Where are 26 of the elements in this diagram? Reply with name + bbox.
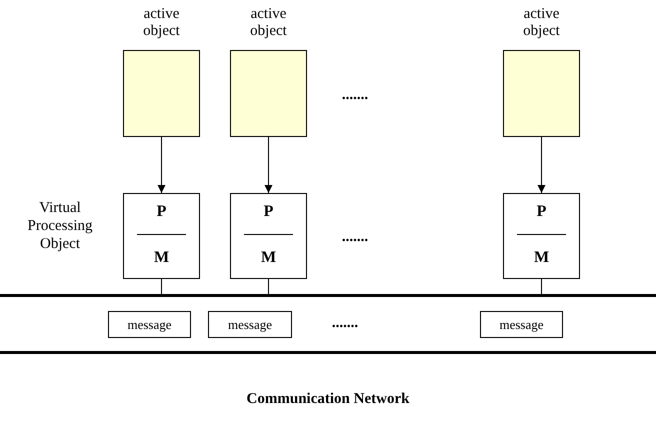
- node-label: active object: [522, 6, 561, 41]
- arrow: [264, 136, 272, 194]
- connector-line: [161, 278, 162, 294]
- ellipsis: .......: [340, 228, 370, 246]
- message-box: message: [108, 311, 191, 338]
- node-label: P: [264, 203, 274, 221]
- node-label: M: [534, 249, 550, 267]
- ellipsis: .......: [340, 86, 370, 104]
- processing-box: [503, 193, 580, 279]
- message-box: message: [480, 311, 563, 338]
- node-label: M: [154, 249, 170, 267]
- connector-line: [268, 278, 269, 294]
- ellipsis: .......: [330, 314, 360, 332]
- processing-box: [123, 193, 200, 279]
- node-label: active object: [142, 6, 181, 41]
- processing-box: [230, 193, 307, 279]
- network-label: Communication Network: [246, 390, 410, 408]
- node-label: P: [156, 203, 166, 221]
- node-label: active object: [249, 6, 288, 41]
- message-box: message: [208, 311, 292, 338]
- connector-line: [541, 278, 542, 294]
- node-label: M: [260, 249, 276, 267]
- arrow: [538, 136, 546, 194]
- arrow: [158, 136, 166, 194]
- node-label: P: [536, 203, 546, 221]
- side-label: Virtual Processing Object: [26, 199, 94, 253]
